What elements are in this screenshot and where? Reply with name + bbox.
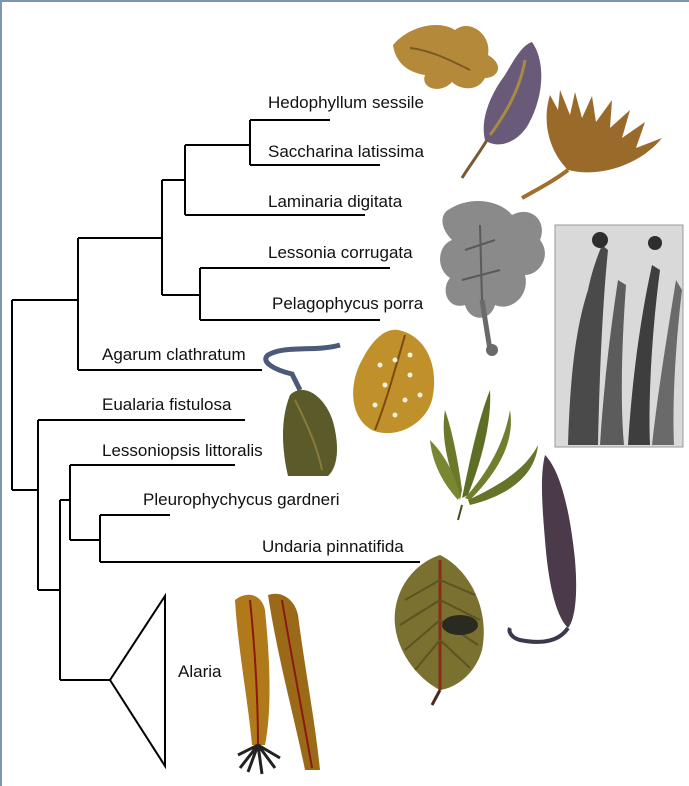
kelp-fan-icon: [522, 90, 662, 198]
pinnate-frond-icon: [395, 555, 484, 705]
agarum-blade-icon: [266, 345, 340, 476]
holed-blade-icon: [353, 330, 434, 433]
label-agarum-clathratum: Agarum clathratum: [102, 345, 246, 364]
kelp-gray-bush-icon: [440, 201, 545, 356]
label-undaria-pinnatifida: Undaria pinnatifida: [262, 537, 404, 556]
label-eualaria-fistulosa: Eualaria fistulosa: [102, 395, 232, 414]
green-fronds-icon: [430, 390, 538, 520]
label-lessonia-corrugata: Lessonia corrugata: [268, 243, 413, 262]
label-pleurophycus-gardneri: Pleurophychycus gardneri: [143, 490, 340, 509]
label-saccharina-latissima: Saccharina latissima: [268, 142, 424, 161]
alaria-frond-icon: [235, 594, 320, 774]
label-pelagophycus-porra: Pelagophycus porra: [272, 294, 424, 313]
label-lessoniopsis-littoralis: Lessoniopsis littoralis: [102, 441, 263, 460]
seaweed-frond-icon: [393, 25, 498, 89]
label-laminaria-digitata: Laminaria digitata: [268, 192, 403, 211]
label-hedophyllum-sessile: Hedophyllum sessile: [268, 93, 424, 112]
kelp-field-photo: [555, 225, 683, 447]
illustrations: [235, 25, 683, 774]
dark-blade-icon: [509, 455, 576, 642]
alaria-clade-triangle: [110, 596, 165, 766]
label-alaria: Alaria: [178, 662, 222, 681]
